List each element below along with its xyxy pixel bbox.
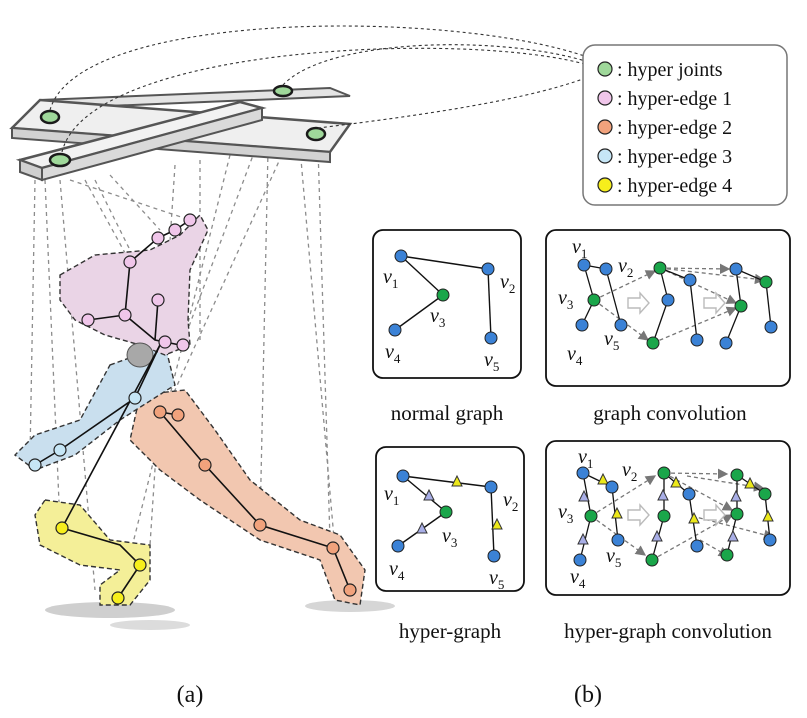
vertex-label-v3: v3 [558,501,573,526]
hyper-joint-node [48,152,72,168]
puppet-body [13,213,366,606]
hyperedge-triangle-lilac [423,488,435,501]
puppet-strings [29,147,336,596]
vertex-label-v5: v5 [606,545,621,570]
leg-yellow [34,499,151,606]
vertex-label-v2: v2 [500,271,515,296]
panel-title-graph-convolution: graph convolution [593,401,747,425]
vertex-label-v5: v5 [489,567,504,592]
vertex-label-v3: v3 [430,305,445,330]
vertex-label-v1: v1 [572,236,587,261]
legend-links [49,25,602,153]
hyper-joint-node [305,126,327,142]
vertex-label-v5: v5 [604,328,619,353]
leg-orange [129,389,366,606]
joint-nodes [28,213,357,605]
vertex-label-v2: v2 [622,459,637,484]
hyper-edge-2-swatch [597,119,613,135]
vertex-label-v3: v3 [558,287,573,312]
hyper-graph-panel: v1 v2 v3 v4 v5 [375,446,525,592]
node-blue [481,262,495,276]
hyperedge-triangle-yellow [491,517,503,530]
vertex-label-v2: v2 [503,489,518,514]
ground-shadow [305,600,395,612]
hyper-joints-swatch [597,61,613,77]
legend-label-hyper-edge-4: : hyper-edge 4 [617,175,732,197]
legend-label-hyper-edge-3: : hyper-edge 3 [617,146,732,168]
vertex-label-v3: v3 [442,525,457,550]
vertex-label-v1: v1 [384,483,399,508]
vertex-label-v4: v4 [385,341,401,366]
vertex-label-v1: v1 [578,446,593,471]
panel-title-normal-graph: normal graph [391,401,504,425]
head-shape [126,342,154,368]
hyper-joint-node [272,84,294,98]
vertex-label-v5: v5 [484,349,499,374]
legend-label-hyper-joints: : hyper joints [617,59,723,81]
control-bar [9,84,353,182]
vertex-label-v1: v1 [383,266,398,291]
hyperedge-triangle-yellow [451,474,463,487]
marionette-illustration [9,25,602,630]
hyper-joint-node [39,109,61,125]
panel-title-hyper-graph: hyper-graph [399,619,502,643]
vertex-label-v2: v2 [618,255,633,280]
caption-a: (a) [177,682,204,708]
panel-title-hyper-graph-convolution: hyper-graph convolution [564,619,772,643]
vertex-label-v4: v4 [567,343,583,368]
node-green [436,288,450,302]
graph-convolution-panel: v1 v2 v3 v4 v5 [545,229,791,387]
hyper-edge-3-swatch [597,148,613,164]
hyper-graph-convolution-panel: v1 v2 v3 v4 v5 [545,440,791,596]
node-blue [388,323,402,337]
vertex-label-v4: v4 [389,558,405,583]
torso-pink [59,213,209,356]
caption-b: (b) [574,682,602,708]
hyper-edge-4-swatch [597,177,613,193]
legend-label-hyper-edge-1: : hyper-edge 1 [617,88,732,110]
node-blue [394,249,408,263]
hyperedge-triangle-lilac [416,521,428,534]
hyper-edge-1-swatch [597,90,613,106]
legend: : hyper joints : hyper-edge 1 : hyper-ed… [582,44,788,206]
ground-shadow [45,602,175,618]
node-blue [484,331,498,345]
vertex-label-v4: v4 [570,566,586,591]
ground-shadow [110,620,190,630]
legend-label-hyper-edge-2: : hyper-edge 2 [617,117,732,139]
normal-graph-panel: v1 v2 v3 v4 v5 [372,229,522,379]
arm-blue [13,344,176,471]
legend-box [582,44,788,206]
